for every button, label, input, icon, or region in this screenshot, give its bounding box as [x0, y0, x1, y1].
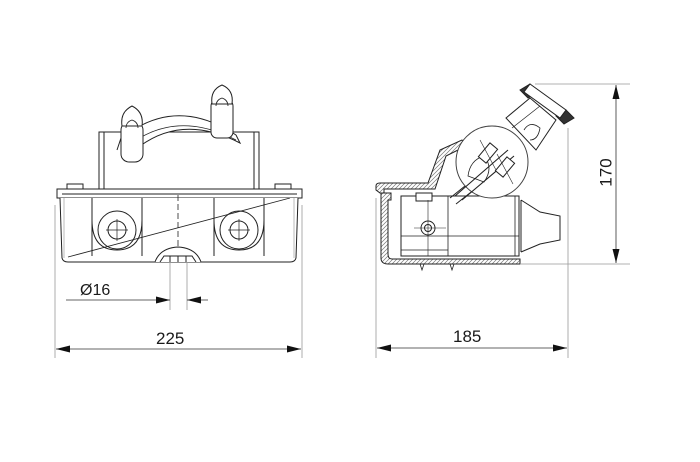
diameter-label: Ø16 [80, 282, 111, 299]
side-view [375, 83, 575, 272]
front-width-label: 225 [156, 329, 185, 348]
front-view [56, 84, 303, 263]
front-extension-lines [54, 205, 303, 358]
front-dimension-lines [56, 296, 301, 353]
side-extension-lines [375, 83, 630, 358]
side-dimension-lines [377, 85, 620, 352]
side-width-label: 185 [453, 327, 482, 346]
side-height-label: 170 [596, 158, 616, 187]
